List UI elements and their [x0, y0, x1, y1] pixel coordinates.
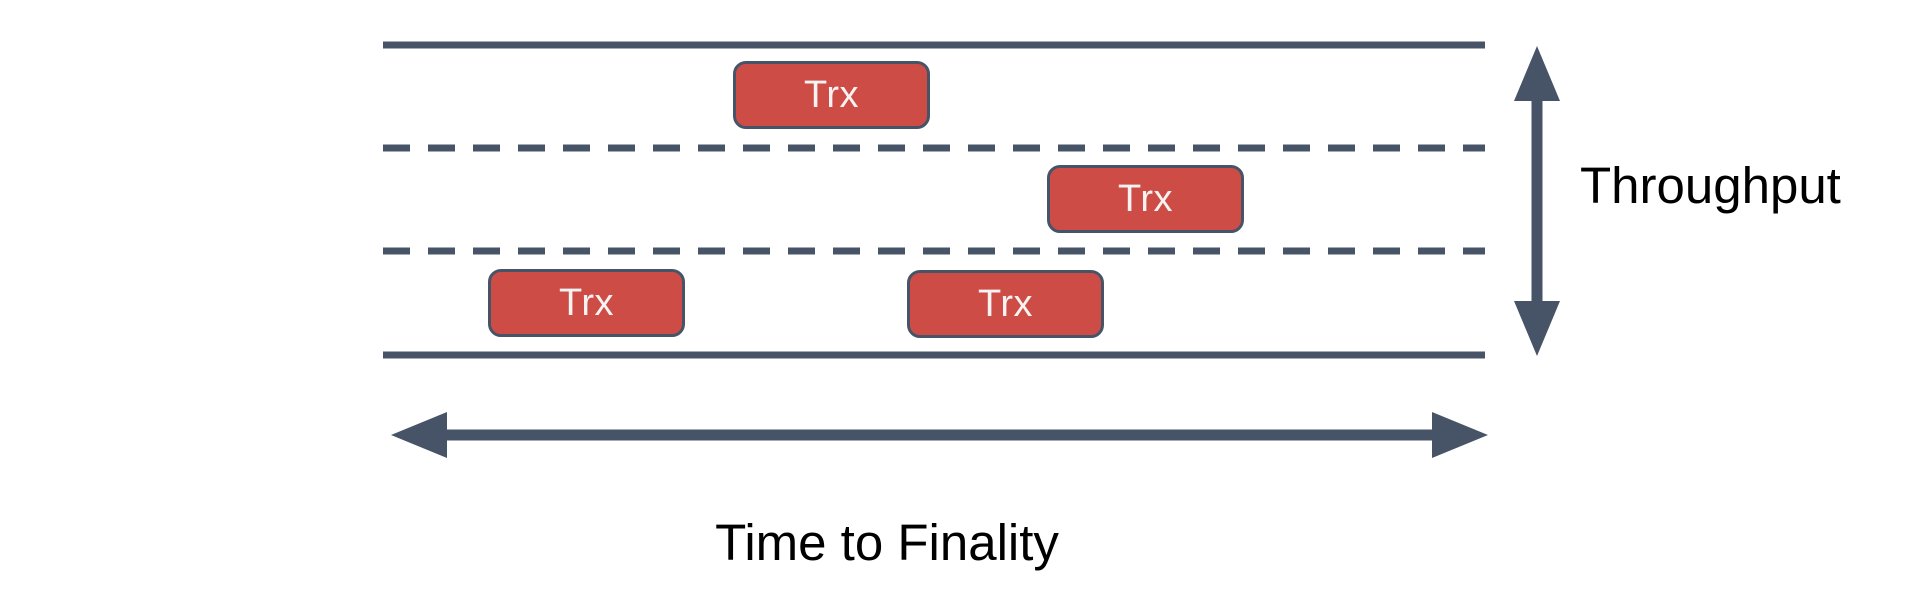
trx-label: Trx: [1118, 177, 1173, 220]
trx-box: Trx: [733, 61, 930, 129]
throughput-label: Throughput: [1580, 157, 1841, 214]
throughput-arrow-head-up-icon: [1514, 46, 1560, 101]
time-to-finality-arrow-head-right-icon: [1432, 412, 1488, 458]
time-to-finality-arrow-head-left-icon: [391, 412, 447, 458]
trx-box: Trx: [488, 269, 685, 337]
time-to-finality-arrow: [391, 412, 1488, 458]
throughput-arrow: [1514, 46, 1560, 356]
trx-label: Trx: [978, 282, 1033, 325]
throughput-arrow-head-down-icon: [1514, 301, 1560, 356]
time-to-finality-label: Time to Finality: [715, 514, 1059, 571]
trx-label: Trx: [559, 281, 614, 324]
trx-box: Trx: [907, 270, 1104, 338]
trx-box: Trx: [1047, 165, 1244, 233]
trx-label: Trx: [804, 73, 859, 116]
